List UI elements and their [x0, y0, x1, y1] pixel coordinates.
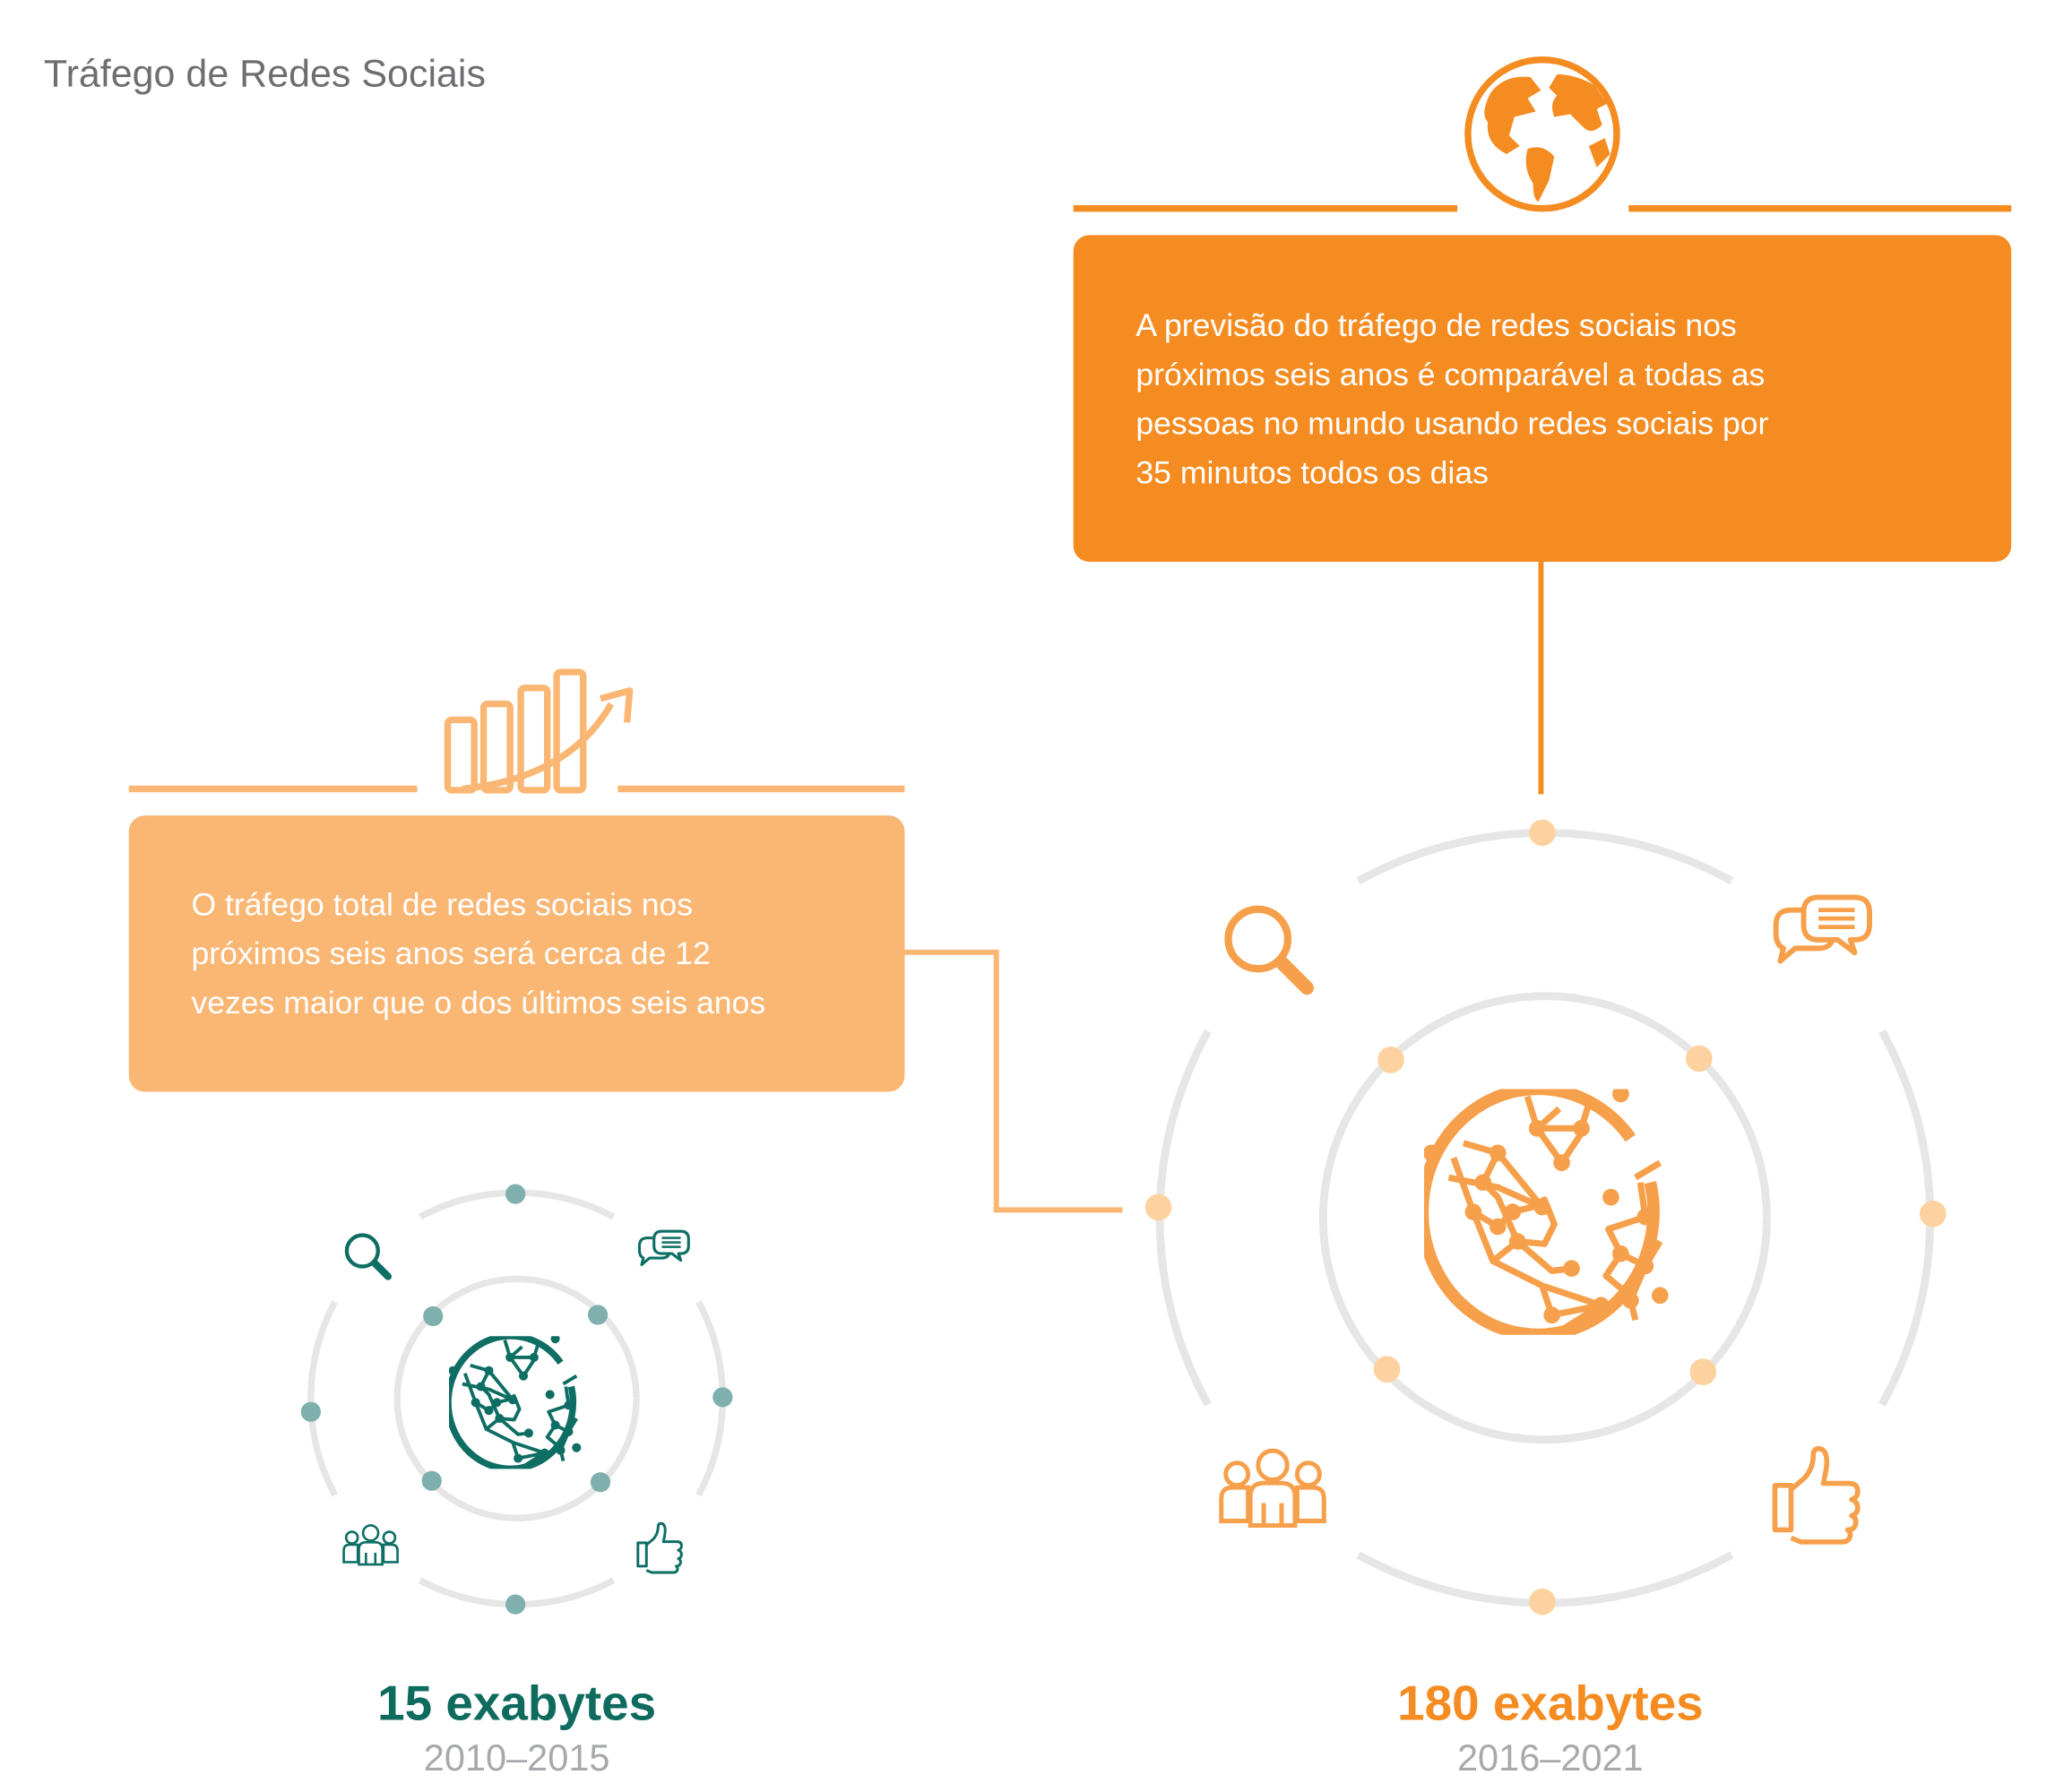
network-globe-icon: [1422, 1086, 1668, 1335]
ring-dot: [587, 1305, 609, 1325]
ring-dot: [1529, 819, 1556, 847]
ring-arc: [1319, 992, 1771, 1444]
callout-line: A previsão do tráfego de redes sociais n…: [1135, 307, 1737, 344]
page-title: Tráfego de Redes Sociais: [43, 53, 486, 96]
network-globe-icon: [448, 1334, 581, 1469]
ring-dot: [421, 1470, 442, 1491]
callout-line: vezes maior que o dos últimos seis anos: [191, 985, 766, 1021]
thumbs-up-icon: [1774, 1449, 1857, 1542]
callout-line: O tráfego total de redes sociais nos: [191, 887, 694, 924]
callout-line: pessoas no mundo usando redes sociais po…: [1135, 406, 1769, 443]
future-dots: [1144, 819, 1947, 1615]
ring-dot: [712, 1387, 733, 1408]
growth-callout: O tráfego total de redes sociais nos pró…: [128, 815, 905, 1092]
bar-chart-growth-icon: [444, 668, 634, 794]
ring-dot: [1919, 1200, 1947, 1228]
ring-dot: [1144, 1193, 1172, 1221]
search-icon: [347, 1236, 388, 1277]
ring-arc: [393, 1275, 640, 1521]
ring-dot: [505, 1184, 526, 1204]
past-amount: 15 exabytes: [377, 1676, 657, 1731]
chat-icon: [637, 1229, 691, 1267]
ring-dot: [1529, 1588, 1556, 1615]
search-icon: [1229, 909, 1308, 988]
forecast-callout: A previsão do tráfego de redes sociais n…: [1073, 235, 2012, 563]
ring-arc: [307, 1300, 339, 1497]
ring-dot: [1686, 1045, 1713, 1073]
ring-dot: [1377, 1047, 1404, 1073]
callout-line: próximos seis anos será cerca de 12: [191, 936, 711, 973]
future-amount: 180 exabytes: [1397, 1676, 1704, 1731]
ring-dot: [1689, 1358, 1717, 1386]
ring-arc: [1155, 1029, 1212, 1407]
ring-dot: [1373, 1356, 1401, 1383]
future-years: 2016–2021: [1456, 1736, 1644, 1779]
ring-dot: [590, 1472, 611, 1493]
world-globe-icon: [1464, 56, 1620, 212]
past-years: 2010–2015: [423, 1736, 610, 1779]
thumbs-up-icon: [636, 1521, 683, 1574]
callout-line: 35 minutos todos os dias: [1135, 455, 1489, 492]
chat-icon: [1776, 897, 1869, 961]
people-icon: [342, 1523, 399, 1566]
ring-dot: [423, 1305, 444, 1327]
callout-line: próximos seis anos é comparável a todas …: [1135, 357, 1766, 393]
ring-dot: [300, 1401, 321, 1422]
people-icon: [1222, 1451, 1325, 1525]
past-dots: [300, 1184, 733, 1615]
connector-line: [904, 949, 1123, 1213]
ring-dot: [505, 1594, 526, 1615]
